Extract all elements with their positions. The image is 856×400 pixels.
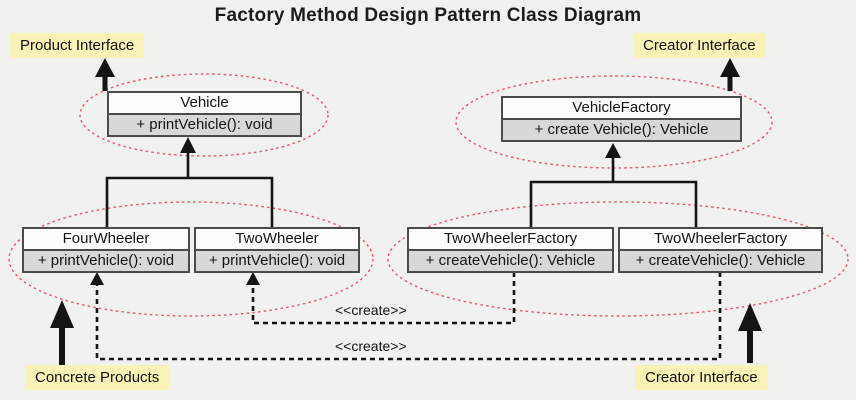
- create-stereotype-bottom: <<create>>: [335, 338, 407, 354]
- class-box-vehicle: Vehicle + printVehicle(): void: [107, 91, 302, 137]
- annotation-creator-interface-top: Creator Interface: [633, 33, 766, 58]
- class-box-two-wheeler-factory-right: TwoWheelerFactory + createVehicle(): Veh…: [618, 227, 823, 273]
- class-name-vehicle-factory: VehicleFactory: [503, 98, 740, 118]
- class-name-vehicle: Vehicle: [109, 93, 300, 113]
- inheritance-connector-creator: [529, 143, 698, 227]
- creator-interface-bottom-arrow: [738, 303, 762, 363]
- class-method-four-wheeler: + printVehicle(): void: [24, 249, 188, 271]
- annotation-concrete-products: Concrete Products: [25, 365, 170, 390]
- class-box-four-wheeler: FourWheeler + printVehicle(): void: [22, 227, 190, 273]
- class-name-two-wheeler: TwoWheeler: [196, 229, 358, 249]
- class-method-two-wheeler-factory-left: + createVehicle(): Vehicle: [409, 249, 612, 271]
- create-dependency-top: [246, 272, 516, 325]
- class-name-four-wheeler: FourWheeler: [24, 229, 188, 249]
- concrete-products-arrow: [50, 300, 74, 366]
- class-box-two-wheeler: TwoWheeler + printVehicle(): void: [194, 227, 360, 273]
- inheritance-connector-product: [105, 137, 274, 227]
- class-method-two-wheeler: + printVehicle(): void: [196, 249, 358, 271]
- product-group-ellipse: [79, 73, 329, 157]
- group-ellipses: [8, 73, 849, 317]
- concrete-creators-group-ellipse: [387, 201, 849, 317]
- diagram-title: Factory Method Design Pattern Class Diag…: [214, 5, 642, 26]
- class-name-two-wheeler-factory-right: TwoWheelerFactory: [620, 229, 821, 249]
- annotation-creator-interface-bottom: Creator Interface: [635, 365, 768, 390]
- class-method-vehicle-factory: + create Vehicle(): Vehicle: [503, 118, 740, 140]
- class-name-two-wheeler-factory-left: TwoWheelerFactory: [409, 229, 612, 249]
- create-dependency-bottom: [90, 272, 722, 361]
- product-interface-arrow: [95, 58, 115, 91]
- class-box-two-wheeler-factory-left: TwoWheelerFactory + createVehicle(): Veh…: [407, 227, 614, 273]
- class-method-two-wheeler-factory-right: + createVehicle(): Vehicle: [620, 249, 821, 271]
- concrete-products-group-ellipse: [8, 201, 374, 317]
- create-stereotype-top: <<create>>: [335, 302, 407, 318]
- creator-interface-top-arrow: [720, 58, 740, 91]
- annotation-product-interface: Product Interface: [10, 33, 145, 58]
- class-box-vehicle-factory: VehicleFactory + create Vehicle(): Vehic…: [501, 96, 742, 142]
- class-method-vehicle: + printVehicle(): void: [109, 113, 300, 135]
